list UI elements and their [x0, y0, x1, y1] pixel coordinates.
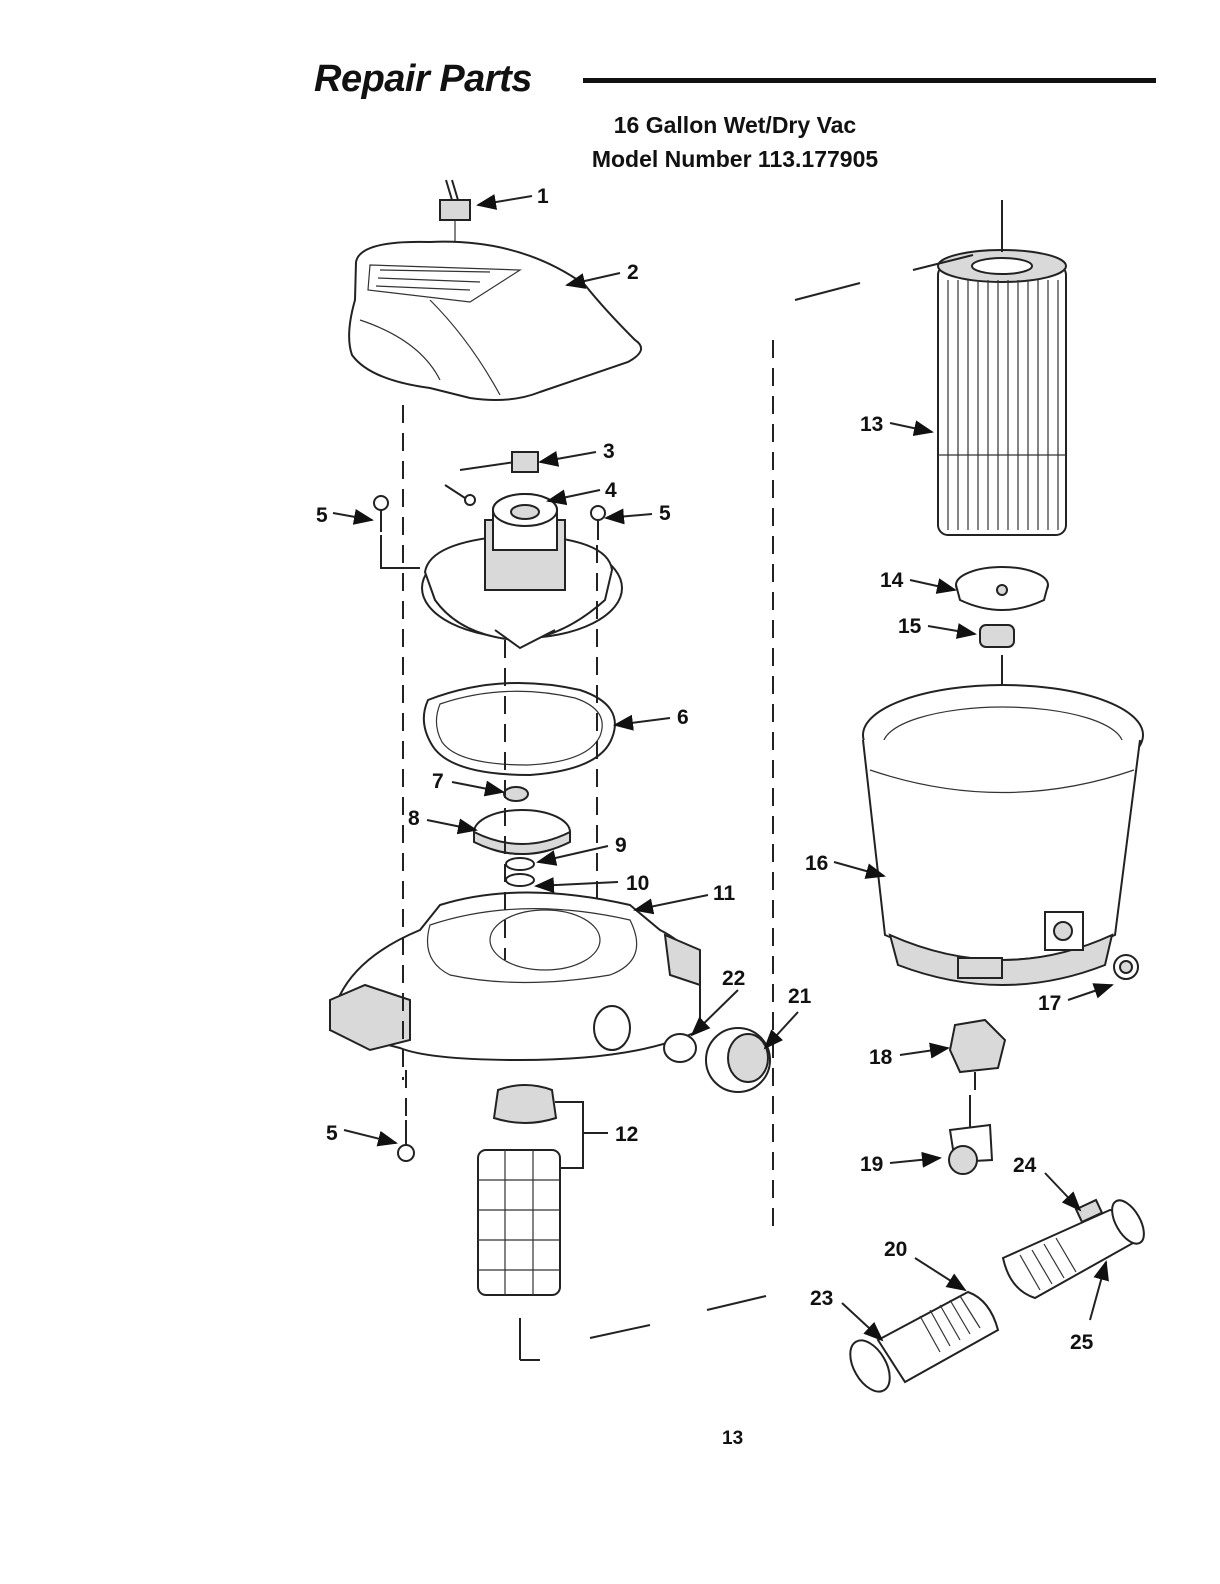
callout-14: 14	[880, 569, 904, 592]
tank-part	[862, 684, 1144, 986]
callout-19: 19	[860, 1153, 883, 1176]
callout-1: 1	[537, 185, 549, 208]
deflector-part	[663, 1033, 697, 1063]
motor-cover-part	[348, 240, 643, 401]
page-number: 13	[722, 1428, 744, 1449]
callout-8: 8	[408, 807, 420, 830]
callout-25: 25	[1070, 1331, 1094, 1354]
float-part	[473, 809, 571, 855]
callout-20: 20	[884, 1238, 907, 1261]
cartridge-filter-part	[937, 200, 1067, 536]
lid-part	[328, 891, 701, 1062]
callout-10: 10	[626, 872, 649, 895]
page-title: Repair Parts	[314, 58, 532, 100]
callout-leaders	[332, 194, 1114, 1342]
model-number: Model Number 113.177905	[591, 146, 879, 172]
callout-18: 18	[869, 1046, 893, 1069]
callout-5-right: 5	[659, 502, 671, 525]
callout-23: 23	[810, 1287, 833, 1310]
callout-9: 9	[615, 834, 627, 857]
callout-12: 12	[615, 1123, 638, 1146]
washer-part	[505, 857, 535, 887]
product-name: 16 Gallon Wet/Dry Vac	[613, 112, 857, 138]
switch-part	[439, 179, 471, 250]
title-rule	[583, 78, 1156, 83]
screw-part-left	[373, 495, 389, 532]
callout-5-bottom: 5	[326, 1122, 338, 1145]
callout-24: 24	[1013, 1154, 1037, 1177]
gasket-part	[422, 681, 616, 777]
caster-part	[948, 1095, 994, 1175]
callout-2: 2	[627, 261, 639, 284]
callout-22: 22	[722, 967, 745, 990]
filter-nut-part	[979, 624, 1015, 648]
assembly-guide-lines	[380, 254, 974, 1361]
callout-16: 16	[805, 852, 828, 875]
callout-13: 13	[860, 413, 883, 436]
callout-15: 15	[898, 615, 922, 638]
float-nut-part	[503, 786, 529, 802]
callout-6: 6	[677, 706, 689, 729]
screw-part-right	[590, 505, 606, 540]
drain-cap-part	[1113, 954, 1139, 980]
cord-connector-part	[444, 451, 539, 506]
hose-part-upper	[1001, 1198, 1145, 1300]
callout-5-left: 5	[316, 504, 328, 527]
callout-4: 4	[605, 479, 617, 502]
callout-17: 17	[1038, 992, 1061, 1015]
callout-11: 11	[713, 882, 736, 905]
callout-numbers: 1 2 3 4 5 5 6 7 8 9 10 11 22 21 5 12 13 …	[316, 185, 1094, 1354]
caster-foot-part	[948, 1018, 1007, 1090]
filter-lid-part	[955, 566, 1049, 611]
callout-21: 21	[788, 985, 812, 1008]
callout-3: 3	[603, 440, 615, 463]
filter-cage-part	[477, 1084, 608, 1296]
inlet-fitting-part	[705, 1027, 771, 1093]
screw-part-bottom	[397, 1120, 415, 1162]
hose-part	[849, 1290, 1000, 1393]
callout-7: 7	[432, 770, 444, 793]
motor-part	[421, 493, 623, 650]
